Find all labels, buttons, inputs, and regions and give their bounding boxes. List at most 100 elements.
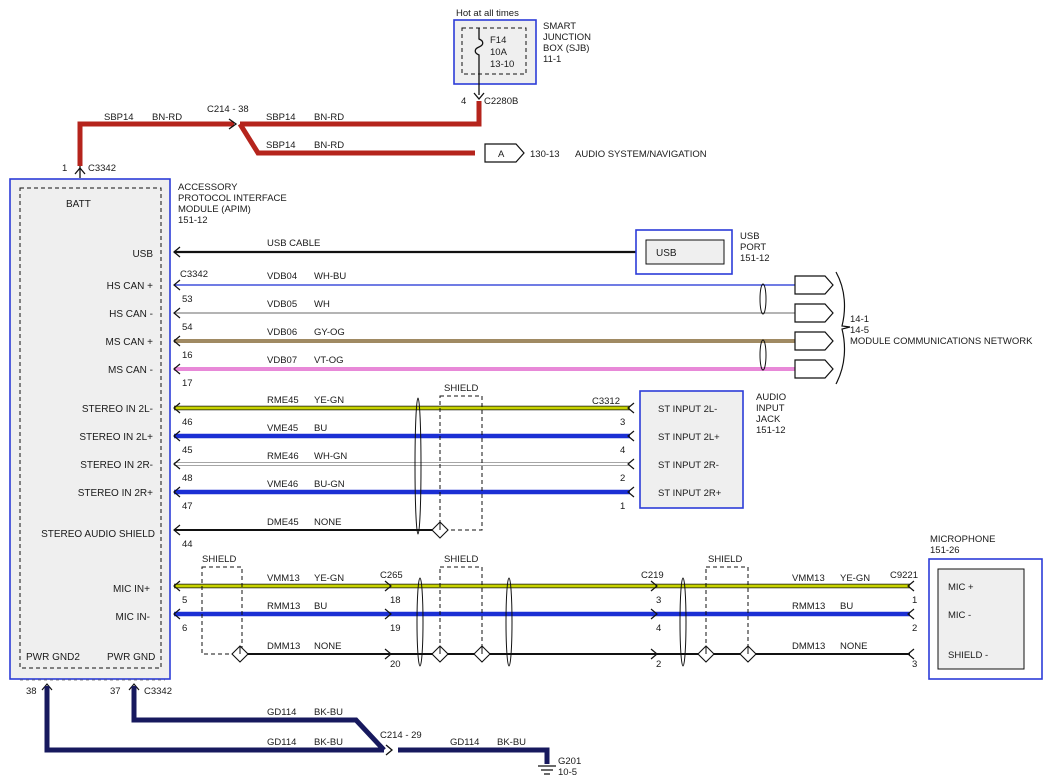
pin-hs-can-plus: HS CAN + — [107, 281, 154, 292]
mic-pin-label: MIC - — [948, 610, 971, 621]
mic-pin-number: 3 — [912, 659, 917, 670]
c265-connector: C265 — [380, 570, 403, 581]
wire-gd114-1 — [131, 686, 386, 752]
power-feed-wires: SBP14 BN-RD C214 - 38 SBP14 BN-RD SBP14 … — [62, 101, 707, 178]
jack-connector: C3312 — [592, 396, 620, 407]
can-connector: C3342 — [180, 269, 208, 280]
audio-color: BU-GN — [314, 479, 345, 490]
c219-pin: 2 — [656, 659, 661, 670]
mic-circuit: DMM13 — [267, 641, 300, 652]
usb-port-name-2: PORT — [740, 242, 766, 253]
pin-stereo-in-2l-plus: STEREO IN 2L+ — [79, 432, 153, 443]
shield-pin: 44 — [182, 539, 193, 550]
wire-circuit: SBP14 — [266, 140, 296, 151]
fuse-rating: 10A — [490, 47, 508, 58]
shield-drain — [231, 645, 757, 663]
wire-gd114-3 — [398, 747, 550, 764]
c265-pin: 20 — [390, 659, 401, 670]
apim-name-4: 151-12 — [178, 215, 208, 226]
wire-color: BN-RD — [314, 112, 344, 123]
mic-color: YE-GN — [840, 573, 870, 584]
usb-circuit: USB CABLE USB USB PORT 151-12 — [172, 229, 770, 275]
can-circuit: VDB07 — [267, 355, 297, 366]
sjb-name-2: JUNCTION — [543, 32, 591, 43]
c265-pin: 19 — [390, 623, 401, 634]
pwr-gnd-label: PWR GND — [107, 652, 155, 663]
wire-gd114-2 — [44, 686, 384, 753]
pin-stereo-audio-shield: STEREO AUDIO SHIELD — [41, 529, 155, 540]
offpage-letter: A — [498, 149, 505, 160]
pin-hs-can-minus: HS CAN - — [109, 309, 153, 320]
twisted-pair-symbol — [759, 283, 767, 315]
pin-stereo-in-2r-plus: STEREO IN 2R+ — [78, 488, 153, 499]
gnd-color: BK-BU — [314, 737, 343, 748]
ground-id: G201 — [558, 756, 581, 767]
mic-color: BU — [314, 601, 327, 612]
sjb-name-4: 11-1 — [543, 54, 561, 65]
audio-pin: 45 — [182, 445, 193, 456]
mic-connector: C9221 — [890, 570, 918, 581]
apim-name-2: PROTOCOL INTERFACE — [178, 193, 287, 204]
can-color: GY-OG — [314, 327, 345, 338]
fuse-ref: 13-10 — [490, 59, 514, 70]
batt-pin: 1 — [62, 163, 67, 174]
can-circuit: VDB05 — [267, 299, 297, 310]
mic-circuit: RMM13 — [267, 601, 300, 612]
twisted-pair-symbol — [679, 577, 687, 667]
splice-label: C214 - 38 — [207, 104, 249, 115]
gnd-pin: 37 — [110, 686, 121, 697]
can-ref: 14-1 — [850, 314, 869, 325]
mic-color: YE-GN — [314, 573, 344, 584]
pin-stereo-in-2l-minus: STEREO IN 2L- — [82, 404, 153, 415]
mic-pin-label: SHIELD - — [948, 650, 988, 661]
can-pin: 54 — [182, 322, 193, 333]
microphone-wires: 5 6 VMM13 YE-GN RMM13 BU DMM13 NONE C265… — [173, 534, 1043, 680]
audio-input-wires: RME45 YE-GN 46 3 VME45 BU 45 4 RME46 WH-… — [173, 383, 786, 550]
connector-arrow — [473, 92, 485, 101]
jack-name-2: INPUT — [756, 403, 785, 414]
can-network-label: MODULE COMMUNICATIONS NETWORK — [850, 336, 1033, 347]
twisted-pair-symbol — [759, 339, 767, 371]
can-pin: 16 — [182, 350, 193, 361]
wire-sbp14-audio — [237, 122, 475, 156]
sjb-connector: C2280B — [484, 96, 518, 107]
shield-label: SHIELD — [444, 554, 478, 565]
pin-mic-in-plus: MIC IN+ — [113, 584, 150, 595]
pin-usb: USB — [132, 249, 153, 260]
can-ref: 14-5 — [850, 325, 869, 336]
ground-wires: 38 37 C3342 GD114 BK-BU GD114 BK-BU C214… — [26, 683, 581, 778]
usb-port-name-3: 151-12 — [740, 253, 770, 264]
shield-box — [439, 566, 483, 655]
offpage-ref: 130-13 — [530, 149, 560, 160]
jack-pin: 2 — [620, 473, 625, 484]
can-offpage-connector — [794, 275, 834, 379]
audio-color: YE-GN — [314, 395, 344, 406]
sjb-pin: 4 — [461, 96, 466, 107]
audio-circuit: VME46 — [267, 479, 298, 490]
jack-pin: 3 — [620, 417, 625, 428]
batt-label: BATT — [66, 199, 91, 210]
usb-port-name-1: USB — [740, 231, 760, 242]
audio-circuit: VME45 — [267, 423, 298, 434]
mic-pin-number: 1 — [912, 595, 917, 606]
ground-ref: 10-5 — [558, 767, 577, 778]
jack-pin: 1 — [620, 501, 625, 512]
can-pin: 53 — [182, 294, 193, 305]
audio-pin: 48 — [182, 473, 193, 484]
ground-symbol — [538, 765, 556, 775]
audio-pin: 47 — [182, 501, 193, 512]
can-color: VT-OG — [314, 355, 344, 366]
can-brace — [835, 271, 851, 385]
wire-sbp14-apim — [77, 121, 234, 166]
c219-pin: 3 — [656, 595, 661, 606]
twisted-pair-symbol — [416, 577, 424, 667]
jack-pin-label: ST INPUT 2R- — [658, 460, 719, 471]
smart-junction-box: Hot at all times F14 10A 13-10 SMART JUN… — [453, 8, 591, 107]
mic-pin-label: MIC + — [948, 582, 974, 593]
shield-color: NONE — [314, 517, 341, 528]
pwr-gnd2-label: PWR GND2 — [26, 652, 80, 663]
audio-pin: 46 — [182, 417, 193, 428]
mic-color: NONE — [840, 641, 867, 652]
can-color: WH-BU — [314, 271, 346, 282]
